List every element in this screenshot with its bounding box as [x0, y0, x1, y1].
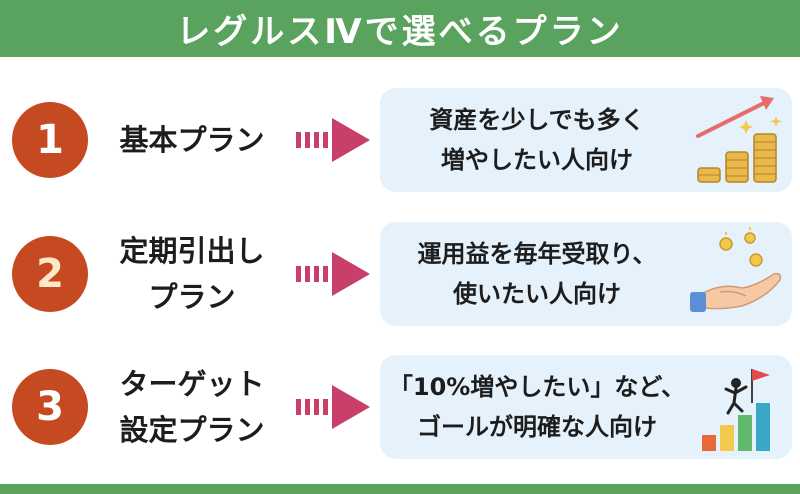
plan-number: 2 — [36, 251, 64, 297]
plan-number-badge: 3 — [12, 369, 88, 445]
plan-row-3: 3 ターゲット 設定プラン 「10%増やしたい」など、 ゴールが明確な人向け — [0, 355, 800, 465]
plan-row-2: 2 定期引出し プラン 運用益を毎年受取り、 使いたい人向け — [0, 222, 800, 332]
plan-number: 1 — [36, 117, 64, 163]
plan-row-1: 1 基本プラン 資産を少しでも多く 増やしたい人向け — [0, 88, 800, 198]
page-title: レグルスⅣで選べるプラン — [176, 12, 624, 52]
header-banner: レグルスⅣで選べるプラン — [0, 0, 800, 57]
plan-description-box: 「10%増やしたい」など、 ゴールが明確な人向け — [380, 355, 792, 459]
right-arrow-icon — [296, 252, 370, 296]
plan-name-container: 定期引出し プラン — [96, 222, 288, 326]
plan-name-container: ターゲット 設定プラン — [96, 355, 288, 459]
plan-name: 基本プラン — [119, 123, 265, 157]
plan-number-badge: 2 — [12, 236, 88, 312]
right-arrow-icon — [296, 385, 370, 429]
plan-description: 運用益を毎年受取り、 使いたい人向け — [417, 240, 657, 308]
plan-name: 定期引出し プラン — [119, 234, 265, 314]
goal-bar-chart-icon — [702, 369, 770, 451]
plan-description: 資産を少しでも多く 増やしたい人向け — [429, 106, 645, 174]
footer-bar — [0, 484, 800, 494]
plan-description: 「10%増やしたい」など、 ゴールが明確な人向け — [388, 373, 686, 441]
plan-description-box: 運用益を毎年受取り、 使いたい人向け — [380, 222, 792, 326]
plan-description-box: 資産を少しでも多く 増やしたい人向け — [380, 88, 792, 192]
right-arrow-icon — [296, 118, 370, 162]
plan-name-container: 基本プラン — [96, 88, 288, 192]
plan-number: 3 — [36, 384, 64, 430]
coin-stacks-growth-icon — [696, 96, 782, 183]
hand-receiving-coins-icon — [690, 227, 782, 312]
plan-number-badge: 1 — [12, 102, 88, 178]
plan-name: ターゲット 設定プラン — [119, 367, 265, 447]
